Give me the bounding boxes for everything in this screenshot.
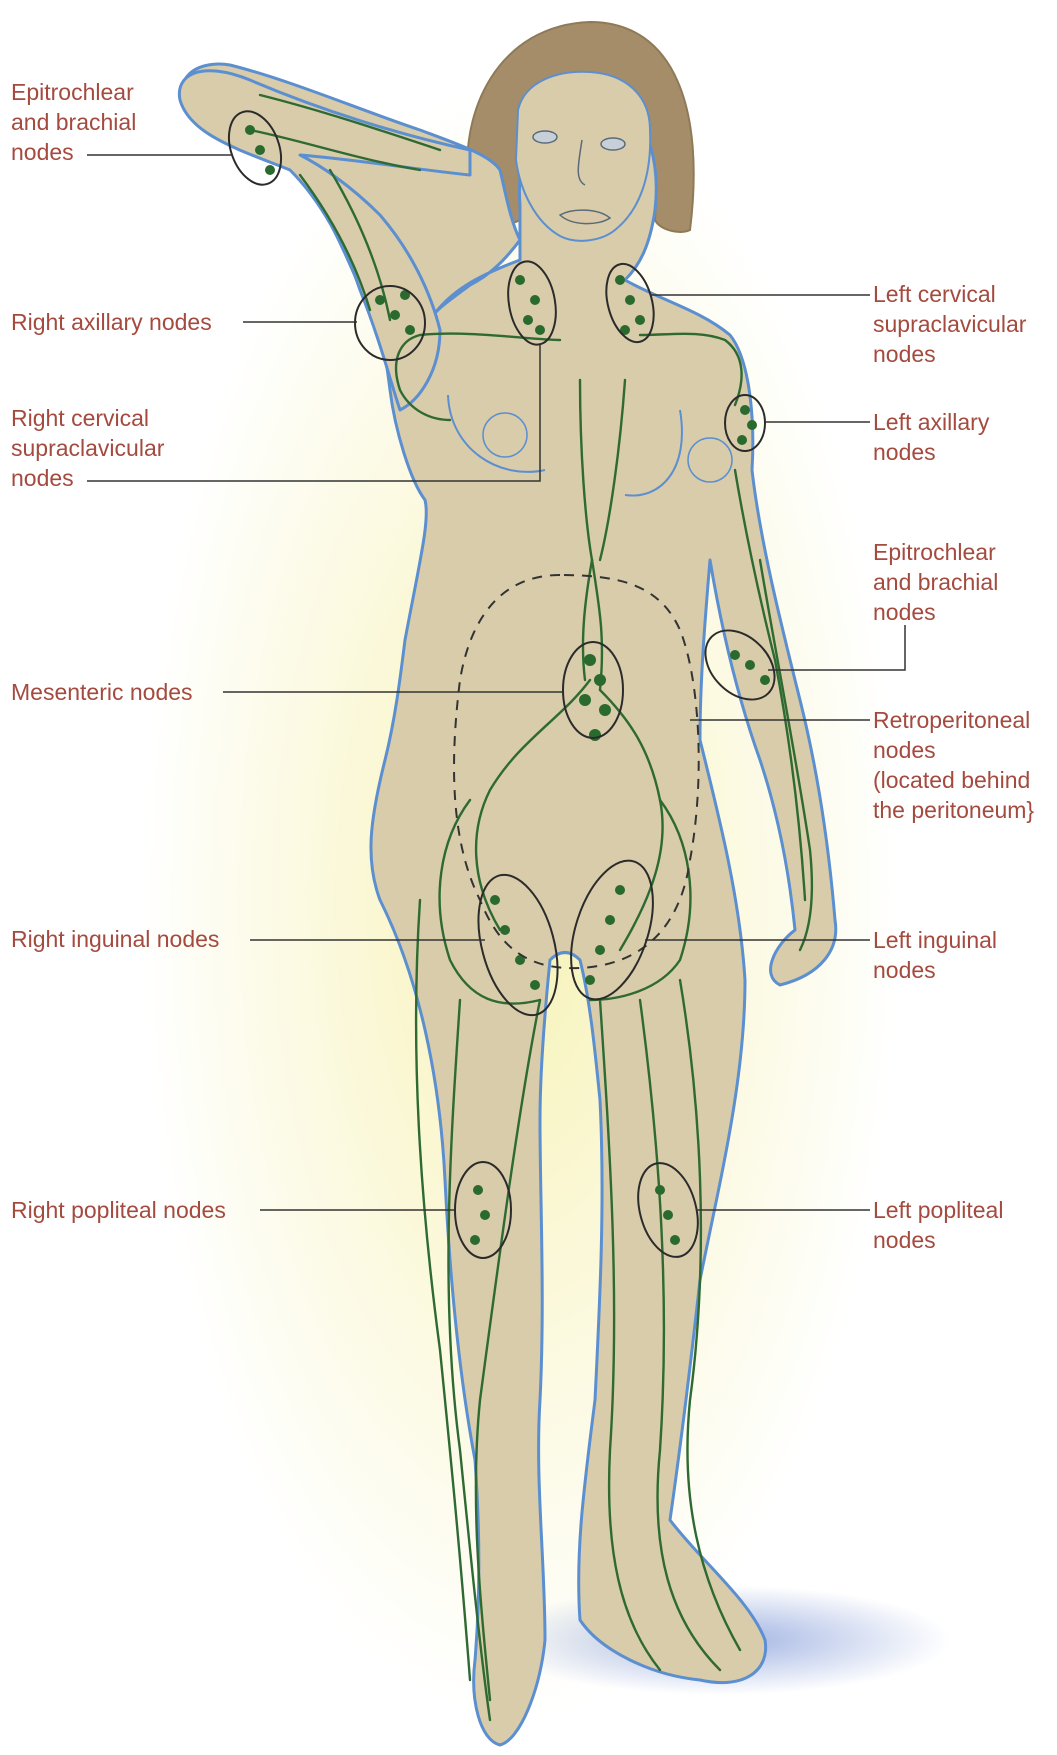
right-eye (533, 131, 557, 143)
label-epitrochlear-left: Epitrochlear and brachial nodes (873, 537, 998, 627)
label-right-inguinal: Right inguinal nodes (11, 924, 219, 954)
label-left-cervical: Left cervical supraclavicular nodes (873, 279, 1026, 369)
label-right-axillary: Right axillary nodes (11, 307, 212, 337)
label-left-axillary: Left axillary nodes (873, 407, 989, 467)
label-retroperitoneal: Retroperitoneal nodes (located behind th… (873, 705, 1034, 825)
label-left-popliteal: Left popliteal nodes (873, 1195, 1003, 1255)
left-eye (601, 138, 625, 150)
label-right-popliteal: Right popliteal nodes (11, 1195, 226, 1225)
label-left-inguinal: Left inguinal nodes (873, 925, 997, 985)
label-right-cervical: Right cervical supraclavicular nodes (11, 403, 164, 493)
label-epitrochlear-right: Epitrochlear and brachial nodes (11, 77, 136, 167)
label-mesenteric: Mesenteric nodes (11, 677, 193, 707)
